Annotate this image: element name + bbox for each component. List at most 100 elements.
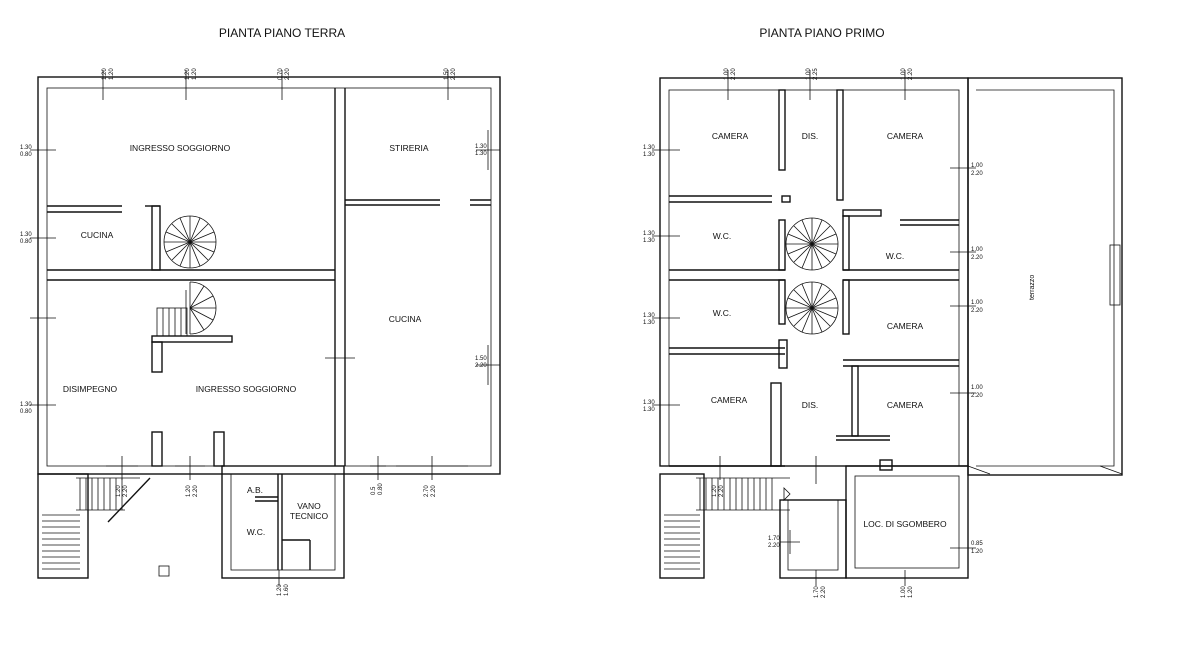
terrace-outline — [967, 77, 1123, 476]
dim-label: 1.20 — [186, 485, 192, 497]
dim-label: 1.30 — [643, 231, 655, 237]
dim-label: 2.20 — [193, 485, 199, 497]
first-floor-plan: PIANTA PIANO PRIMO — [643, 26, 1123, 598]
dim-label: 2.20 — [475, 363, 487, 369]
room-label: CAMERA — [887, 131, 924, 141]
room-label: TECNICO — [290, 511, 329, 521]
dim-label: 1.00 — [901, 586, 907, 598]
room-label: STIRERIA — [389, 143, 429, 153]
dim-label: 0.80 — [20, 409, 32, 415]
ground-annex-inner — [230, 473, 336, 571]
first-spiral-stair-lower — [785, 281, 839, 335]
dim-label: 1.30 — [20, 402, 32, 408]
room-label: W.C. — [713, 308, 731, 318]
room-label: A.B. — [247, 485, 263, 495]
first-external-stair-frame — [659, 473, 705, 579]
room-label: INGRESSO SOGGIORNO — [196, 384, 297, 394]
dim-label: 2.20 — [971, 255, 983, 261]
dim-label: 0.80 — [20, 152, 32, 158]
dim-label: 1.30 — [643, 400, 655, 406]
dim-label: 1.70 — [814, 586, 820, 598]
first-partition — [778, 89, 786, 171]
dim-label: 0.70 — [278, 68, 284, 80]
ground-spiral-stair-lower — [151, 281, 233, 373]
dim-label: 0.80 — [20, 239, 32, 245]
first-floor-title: PIANTA PIANO PRIMO — [759, 26, 884, 40]
first-partition — [851, 365, 859, 437]
terrace-edge — [967, 465, 991, 475]
first-spiral-stair-upper — [785, 217, 839, 271]
dim-label: 2.20 — [971, 308, 983, 314]
dim-label: 2.20 — [821, 586, 827, 598]
dim-label: 1.20 — [102, 68, 108, 80]
dim-label: 1.30 — [643, 238, 655, 244]
dim-label: 2.20 — [451, 68, 457, 80]
ground-annex-wall — [221, 465, 345, 579]
first-partition — [836, 89, 844, 201]
dim-label: 1.00 — [971, 385, 983, 391]
dim-label: 2.20 — [971, 171, 983, 177]
dim-label: 2.20 — [431, 485, 437, 497]
dim-label: 1.00 — [971, 163, 983, 169]
dim-label: 1.20 — [192, 68, 198, 80]
ground-floor-title: PIANTA PIANO TERRA — [219, 26, 345, 40]
terrace-door — [1109, 244, 1121, 306]
dim-label: 2.20 — [123, 485, 129, 497]
room-label: DISIMPEGNO — [63, 384, 118, 394]
first-partition — [879, 459, 893, 471]
dim-label: 1.20 — [185, 68, 191, 80]
room-label: DIS. — [802, 131, 819, 141]
first-partition — [781, 195, 791, 203]
dim-label: 1.20 — [712, 485, 718, 497]
first-annex-inner — [854, 475, 960, 569]
dim-label: 2.20 — [285, 68, 291, 80]
dim-label: 1.30 — [643, 320, 655, 326]
dim-label: 1.20 — [277, 584, 283, 596]
dim-label: 1.20 — [109, 68, 115, 80]
ground-outer-wall — [37, 76, 501, 475]
dim-label: 1.70 — [768, 536, 780, 542]
first-partition — [842, 209, 882, 217]
first-partition — [770, 382, 782, 467]
dim-label: 1.30 — [643, 152, 655, 158]
room-label: CAMERA — [711, 395, 748, 405]
room-label: W.C. — [886, 251, 904, 261]
ground-partition — [151, 431, 163, 467]
room-label: CUCINA — [81, 230, 114, 240]
dim-label: 1.20 — [971, 549, 983, 555]
dim-label: 0.85 — [971, 541, 983, 547]
room-label: W.C. — [713, 231, 731, 241]
dim-label: 1.30 — [475, 151, 487, 157]
dim-label: 1.30 — [475, 144, 487, 150]
ground-dim-markers — [30, 70, 500, 586]
dim-label: 2.25 — [813, 68, 819, 80]
ground-pillar — [158, 565, 170, 577]
dim-label: 1.30 — [20, 232, 32, 238]
dim-label: 2.70 — [424, 485, 430, 497]
room-label: VANO — [297, 501, 321, 511]
first-partition — [778, 219, 786, 271]
dim-label: 1.00 — [806, 68, 812, 80]
ground-floor-plan: PIANTA PIANO TERRA — [20, 26, 501, 596]
dim-label: 1.50 — [475, 356, 487, 362]
first-partition — [842, 279, 850, 335]
dim-label: 1.00 — [724, 68, 730, 80]
first-dim-markers — [652, 70, 976, 586]
dim-label: 1.20 — [116, 485, 122, 497]
room-label: DIS. — [802, 400, 819, 410]
dim-label: 1.00 — [971, 247, 983, 253]
room-label: CUCINA — [389, 314, 422, 324]
dim-label: 2.20 — [908, 68, 914, 80]
first-external-stair-treads — [664, 477, 791, 570]
dim-label: 1.30 — [643, 145, 655, 151]
room-label: CAMERA — [887, 400, 924, 410]
dim-label: 1.30 — [20, 145, 32, 151]
ground-partition — [151, 205, 161, 271]
ground-external-stair-treads — [42, 477, 151, 570]
dim-label: 2.20 — [971, 393, 983, 399]
terrace-inner — [976, 89, 1115, 467]
ground-partition — [213, 431, 225, 467]
dim-label: 1.30 — [643, 407, 655, 413]
dim-label: 2.20 — [768, 543, 780, 549]
